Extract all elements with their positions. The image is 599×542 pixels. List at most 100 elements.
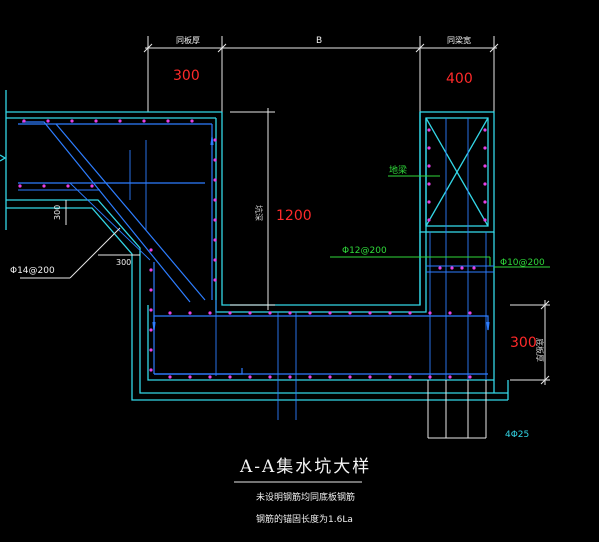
rebar-dot [248,311,252,315]
right-dimension-lines [510,300,550,385]
rebar-label-bottom: 4Φ25 [505,430,529,440]
rebar-dot [460,266,464,270]
pile-lines [427,380,487,439]
rebar-dot [408,375,412,379]
rebar-dot [208,311,212,315]
rebar-dot [248,375,252,379]
rebar-dot [228,375,232,379]
note-line-1: 未设明钢筋均同底板钢筋 [256,491,355,503]
depth-dimension-lines [230,108,275,310]
rebar-dot [66,184,70,188]
rebar-label-middle: Φ12@200 [342,246,387,256]
rebar-dot [408,311,412,315]
rebar-dot [450,266,454,270]
rebar-dot [213,198,217,202]
rebar-dot [468,311,472,315]
rebar-dot [483,164,487,168]
rebar-dot [94,119,98,123]
rebar-dot [18,184,22,188]
rebar-dot [448,311,452,315]
rebar-dot [427,146,431,150]
rebar-dot [483,200,487,204]
left-dimension-lines [20,200,140,279]
dim-left-offset: 300 [53,205,62,220]
rebar-dot [149,368,153,372]
rebar-dot [427,182,431,186]
drawing-title: A-A集水坑大样 [239,457,371,477]
rebar-dot [208,375,212,379]
rebar-dot [468,375,472,379]
rebar-dot [427,128,431,132]
rebar-dot [388,375,392,379]
rebar-dot [149,348,153,352]
dim-right-bottom-value: 300 [510,335,537,351]
rebar-dot [22,119,26,123]
rebar-dot [483,128,487,132]
rebar-dot [168,375,172,379]
dim-top-left-value: 300 [173,68,200,84]
dim-depth-value: 1200 [276,208,312,224]
rebar-dot [328,375,332,379]
rebar-dot [213,138,217,142]
rebar-dot [427,164,431,168]
rebar-dot [142,119,146,123]
rebar-label-right: Φ10@200 [500,258,545,268]
dim-depth-label: 坑深 [254,205,264,221]
dim-left-slope-offset: 300 [116,258,131,267]
rebar-dot [268,311,272,315]
dim-right-bottom-label: 底板厚 [535,338,545,362]
rebar-label-left: Φ14@200 [10,266,55,276]
rebar-dot [483,146,487,150]
rebar-dot [46,119,50,123]
rebar-dot [42,184,46,188]
rebar-dot [190,119,194,123]
rebar-dot [427,218,431,222]
rebar-dots [18,119,487,379]
rebar-dot [213,258,217,262]
rebar-dot [188,375,192,379]
rebar-dot [149,308,153,312]
rebar-dot [388,311,392,315]
rebar-dot [213,178,217,182]
beam-section [419,111,495,305]
rebar-dot [288,311,292,315]
rebar-dot [149,328,153,332]
rebar-dot [308,375,312,379]
rebar-dot [149,248,153,252]
rebar-dot [213,218,217,222]
rebar-dot [483,218,487,222]
rebar-dot [368,375,372,379]
rebar-dot [483,182,487,186]
rebar-dot [348,375,352,379]
rebar-dot [308,311,312,315]
rebar-dot [168,311,172,315]
rebar-dot [213,158,217,162]
dim-top-right-value: 400 [446,71,473,87]
pit-outline [0,90,509,401]
rebar-dot [166,119,170,123]
rebar-dot [368,311,372,315]
rebar-dot [428,311,432,315]
rebar-dot [213,278,217,282]
rebar-dot [268,375,272,379]
rebar-dot [188,311,192,315]
rebar-dot [288,375,292,379]
dim-top-right-label: 同梁宽 [447,35,471,45]
dim-top-middle-label: B [316,36,322,46]
rebar-dot [118,119,122,123]
rebar-dot [70,119,74,123]
rebar-dot [348,311,352,315]
rebar-dot [427,200,431,204]
rebar-dot [149,268,153,272]
rebar-lines [18,112,494,420]
rebar-dot [328,311,332,315]
rebar-dot [428,375,432,379]
top-dimension-lines [143,36,499,112]
rebar-leaders [330,175,550,268]
dim-top-left-label: 同板厚 [176,35,200,45]
rebar-dot [90,184,94,188]
beam-label: 地梁 [389,164,407,176]
rebar-dot [472,266,476,270]
rebar-dot [448,375,452,379]
